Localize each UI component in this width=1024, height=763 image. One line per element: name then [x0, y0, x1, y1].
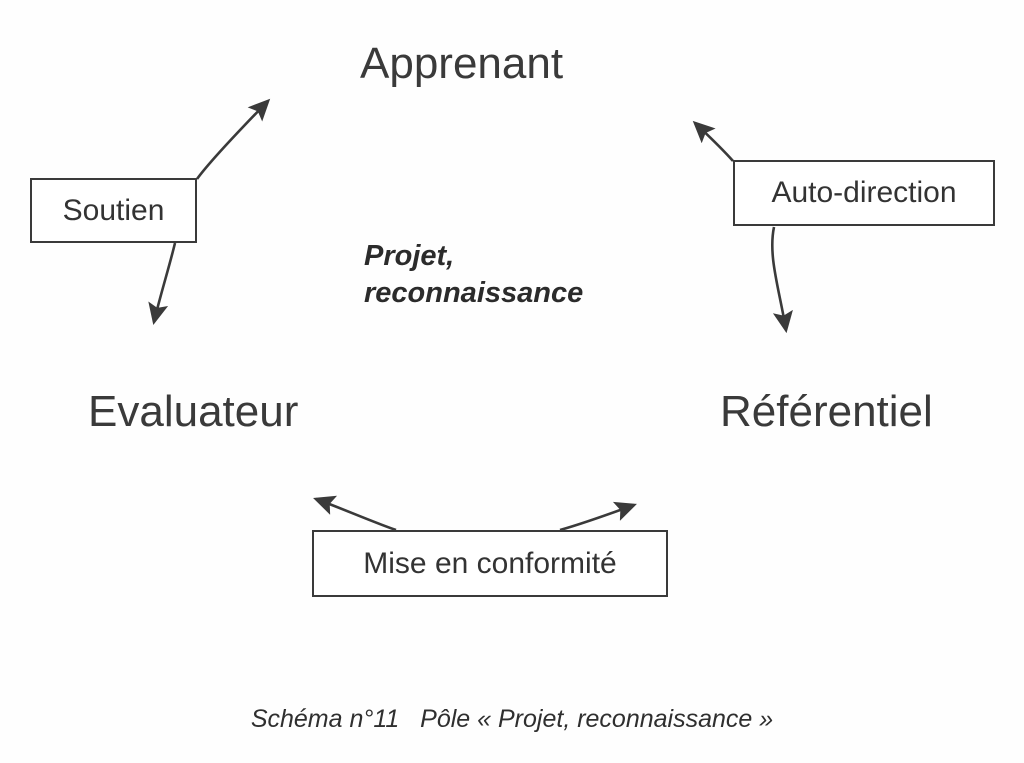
- arrow-soutien-to-evaluateur: [148, 242, 177, 326]
- arrow-conformite-to-evaluateur: [313, 495, 397, 532]
- figure-caption: Schéma n°11 Pôle « Projet, reconnaissanc…: [250, 705, 774, 733]
- node-box-auto-direction: Auto-direction: [733, 160, 995, 226]
- node-label-evaluateur: Evaluateur: [88, 387, 299, 436]
- center-pole-label: Projet, reconnaissance: [364, 240, 584, 310]
- node-box-mise-en-conformite-label: Mise en conformité: [363, 546, 617, 580]
- node-label-referentiel: Référentiel: [720, 387, 933, 436]
- node-box-auto-direction-label: Auto-direction: [771, 176, 957, 209]
- node-box-mise-en-conformite: Mise en conformité: [312, 530, 668, 597]
- arrow-conformite-to-referentiel: [559, 501, 637, 532]
- node-box-soutien-label: Soutien: [62, 193, 165, 227]
- arrow-auto-direction-to-apprenant: [692, 120, 734, 162]
- arrow-soutien-to-apprenant: [195, 98, 271, 180]
- node-box-soutien: Soutien: [30, 178, 197, 243]
- node-label-apprenant: Apprenant: [360, 39, 564, 88]
- arrow-auto-direction-to-referentiel: [770, 226, 793, 334]
